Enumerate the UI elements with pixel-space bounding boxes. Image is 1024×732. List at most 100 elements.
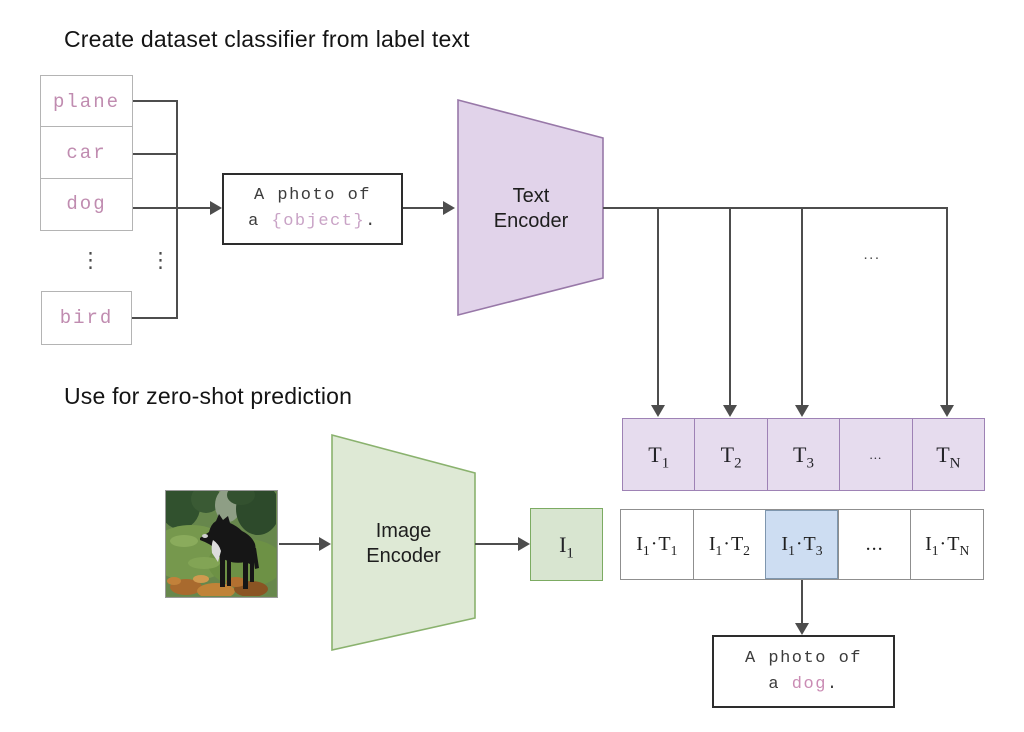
it3-dot: · — [795, 533, 803, 555]
label-box-car: car — [40, 126, 133, 180]
t-cell-3: T3 — [766, 419, 839, 490]
it2-i: I — [708, 533, 716, 555]
t-cell-2: T2 — [694, 419, 766, 490]
image-encoder-label: Image Encoder — [332, 519, 475, 569]
itn-t: T — [947, 533, 960, 555]
textencoder-output-line — [603, 207, 948, 209]
t2-base: T — [720, 441, 735, 467]
arrow-prompt-to-textencoder-line — [403, 207, 443, 209]
drop-arrow-result — [795, 623, 809, 635]
it-cell-ellipsis: ... — [837, 510, 911, 579]
it3-t: T — [803, 533, 816, 555]
class-label-list: plane car dog — [40, 75, 133, 231]
prompt-line2-suffix: . — [365, 212, 377, 231]
drop-line-t2 — [729, 207, 731, 405]
it3-isub: 1 — [788, 543, 795, 558]
result-line1: A photo of — [744, 648, 863, 668]
t2-sub: 2 — [734, 454, 742, 471]
result-object: dog — [791, 674, 827, 694]
label-text-car: car — [66, 141, 107, 164]
dog-photo — [149, 483, 284, 599]
itn-i: I — [925, 533, 932, 555]
arrow-labels-to-prompt-head — [210, 201, 222, 215]
arrow-image-to-encoder-head — [319, 537, 331, 551]
it2-isub: 1 — [715, 543, 723, 558]
t-cell-ellipsis: ... — [839, 419, 911, 490]
drop-arrow-tn — [940, 405, 954, 417]
image-encoder-shape — [331, 433, 476, 651]
section-title-top: Create dataset classifier from label tex… — [64, 26, 470, 52]
t3-sub: 3 — [806, 454, 814, 471]
it3-tsub: 3 — [815, 543, 823, 558]
it1-isub: 1 — [642, 543, 650, 558]
ellipsis-vertical-labels: ⋮ — [80, 248, 101, 272]
text-encoder-shape — [457, 98, 604, 317]
text-encoder-label-line2: Encoder — [493, 210, 569, 232]
image-encoder-label-line1: Image — [375, 520, 432, 542]
result-line2-prefix: a — [768, 674, 792, 694]
drop-line-result — [801, 580, 803, 623]
label-box-bird: bird — [41, 291, 132, 345]
drop-line-t1 — [657, 207, 659, 405]
prompt-line2: a {object}. — [248, 209, 377, 235]
it1-t: T — [658, 533, 671, 555]
connector-bird — [132, 317, 178, 319]
prompt-line2-prefix: a — [248, 212, 272, 231]
label-box-dog: dog — [40, 177, 133, 231]
t-cell-1: T1 — [623, 419, 694, 490]
arrow-prompt-to-textencoder-head — [443, 201, 455, 215]
it-cell-1: I1·T1 — [621, 510, 693, 579]
text-embedding-row: T1 T2 T3 ... TN — [622, 418, 985, 491]
it2-t: T — [730, 533, 744, 555]
section-title-bottom: Use for zero-shot prediction — [64, 383, 353, 409]
itn-tsub: N — [959, 543, 970, 558]
label-text-bird: bird — [59, 307, 114, 329]
drop-arrow-t1 — [651, 405, 665, 417]
connector-car — [133, 153, 178, 155]
t3-base: T — [793, 441, 807, 467]
i1-sub: 1 — [566, 544, 574, 561]
arrow-encoder-to-i1-line — [475, 543, 518, 545]
t1-base: T — [648, 441, 662, 467]
drop-arrow-t2 — [723, 405, 737, 417]
image-embedding-box: I1 — [530, 508, 603, 581]
t-cell-n: TN — [911, 419, 984, 490]
result-line2-suffix: . — [826, 674, 839, 694]
label-text-dog: dog — [66, 193, 107, 216]
arrow-encoder-to-i1-head — [518, 537, 530, 551]
ellipsis-flow-top: ... — [863, 246, 881, 263]
itn-isub: 1 — [931, 543, 939, 558]
prediction-result-box: A photo of a dog. — [712, 635, 895, 708]
text-encoder-label-line1: Text — [512, 185, 550, 207]
itn-dot: · — [939, 533, 947, 555]
tn-base: T — [936, 441, 950, 467]
prompt-template-box: A photo of a {object}. — [222, 173, 403, 245]
dog-photo-art — [149, 483, 284, 599]
label-text-plane: plane — [52, 90, 120, 113]
ellipsis-vertical-connectors: ⋮ — [150, 248, 171, 272]
it-cell-n: I1·TN — [910, 510, 983, 579]
i1-base: I — [559, 531, 567, 557]
result-line2: a dog. — [768, 672, 838, 698]
tn-sub: N — [949, 454, 961, 471]
arrow-labels-to-prompt-line — [133, 207, 210, 209]
it1-i: I — [636, 533, 643, 555]
it3-i: I — [781, 533, 789, 555]
it-cell-3-highlighted: I1·T3 — [765, 510, 838, 579]
t1-sub: 1 — [661, 454, 670, 471]
text-encoder-label: Text Encoder — [458, 184, 604, 234]
prompt-line1: A photo of — [253, 186, 372, 205]
it-cell-2: I1·T2 — [692, 510, 766, 579]
prompt-placeholder: {object} — [271, 212, 366, 231]
it-ellipsis: ... — [865, 533, 884, 555]
it2-tsub: 2 — [743, 543, 750, 558]
arrow-image-to-encoder-line — [279, 543, 319, 545]
drop-arrow-t3 — [795, 405, 809, 417]
connector-plane — [133, 100, 178, 102]
drop-line-tn — [946, 207, 948, 405]
drop-line-t3 — [801, 207, 803, 405]
it1-tsub: 1 — [670, 543, 678, 558]
similarity-row: I1·T1 I1·T2 I1·T3 ... I1·TN — [620, 509, 984, 580]
label-box-plane: plane — [40, 75, 133, 128]
